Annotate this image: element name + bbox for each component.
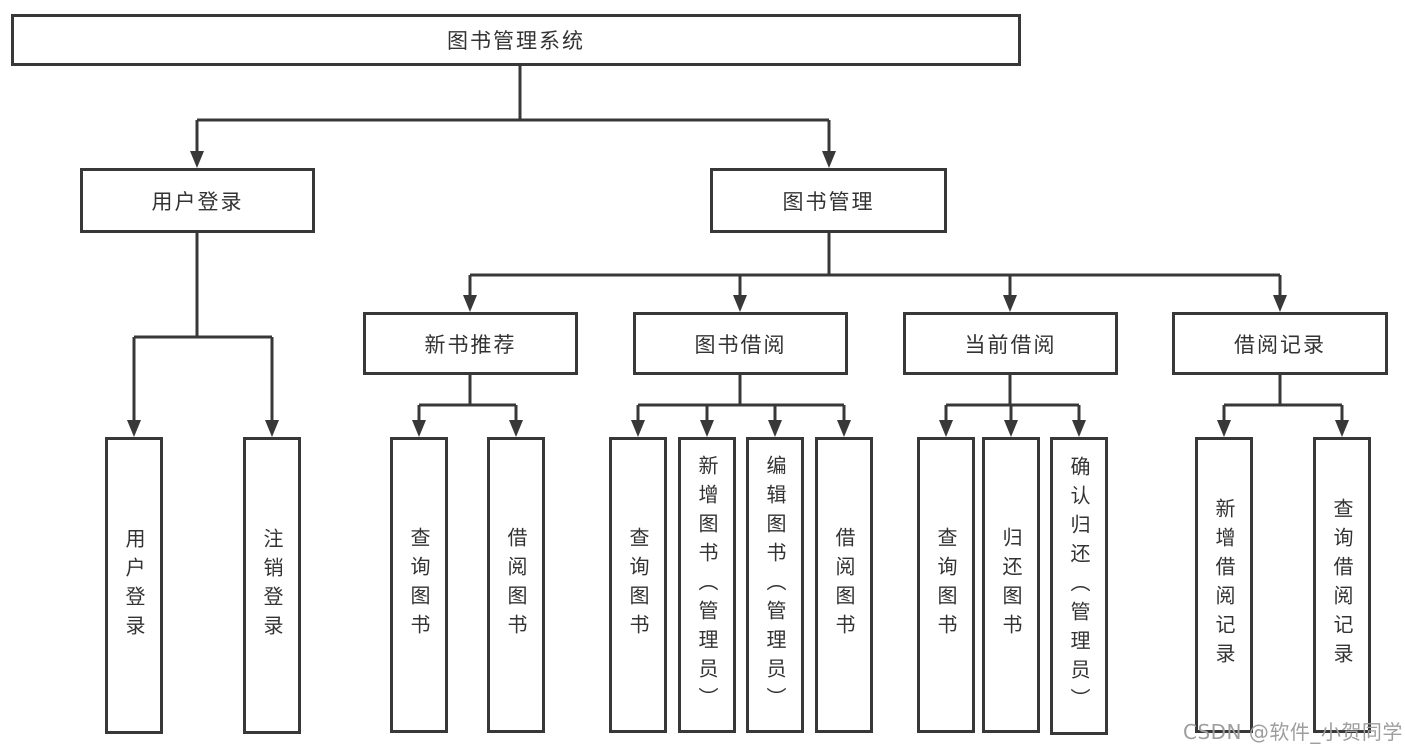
leaf-query-books-recommend: 查询图书: [390, 437, 448, 733]
leaf-label: 归还图书: [999, 527, 1023, 643]
leaf-query-borrow-record: 查询借阅记录: [1313, 437, 1371, 733]
node-root-system: 图书管理系统: [11, 14, 1021, 66]
node-label: 当前借阅: [964, 332, 1057, 357]
node-borrowing-records: 借阅记录: [1172, 312, 1388, 375]
leaf-label: 借阅图书: [832, 527, 856, 643]
node-book-management: 图书管理: [710, 168, 947, 233]
leaf-query-books-current: 查询图书: [917, 437, 975, 733]
node-label: 借阅记录: [1234, 332, 1326, 357]
leaf-label: 查询图书: [407, 527, 431, 643]
leaf-borrow-books-recommend: 借阅图书: [487, 437, 545, 733]
leaf-label: 借阅图书: [504, 527, 528, 643]
leaf-borrow-books-borrowing: 借阅图书: [815, 437, 873, 733]
leaf-label: 用户登录: [122, 527, 146, 644]
leaf-return-books: 归还图书: [982, 437, 1040, 733]
leaf-add-books-admin: 新增图书（管理员）: [678, 437, 736, 733]
leaf-label: 新增借阅记录: [1212, 498, 1236, 672]
leaf-label: 查询图书: [626, 527, 650, 643]
node-label: 图书管理: [782, 189, 875, 214]
node-label: 图书借阅: [694, 332, 787, 357]
node-current-borrowing: 当前借阅: [903, 312, 1118, 375]
node-book-borrowing: 图书借阅: [633, 312, 848, 375]
leaf-label: 确认归还（管理员）: [1067, 455, 1091, 717]
node-user-login-group: 用户登录: [80, 168, 315, 233]
leaf-add-borrow-record: 新增借阅记录: [1195, 437, 1253, 733]
leaf-logout: 注销登录: [243, 437, 301, 734]
node-label: 用户登录: [151, 189, 244, 214]
leaf-user-login: 用户登录: [105, 437, 163, 734]
leaf-edit-books-admin: 编辑图书（管理员）: [746, 437, 804, 733]
node-new-book-recommend: 新书推荐: [363, 312, 578, 375]
csdn-watermark: CSDN @软件_小贺同学: [1183, 720, 1403, 744]
leaf-label: 编辑图书（管理员）: [763, 454, 787, 716]
leaf-label: 注销登录: [260, 527, 284, 644]
leaf-label: 新增图书（管理员）: [695, 454, 719, 716]
arrowheads: [127, 151, 1349, 437]
leaf-label: 查询借阅记录: [1330, 498, 1354, 672]
node-label: 新书推荐: [424, 332, 517, 357]
node-root-label: 图书管理系统: [447, 29, 585, 53]
leaf-query-books-borrowing: 查询图书: [609, 437, 667, 733]
leaf-label: 查询图书: [934, 527, 958, 643]
leaf-confirm-return-admin: 确认归还（管理员）: [1050, 437, 1108, 735]
